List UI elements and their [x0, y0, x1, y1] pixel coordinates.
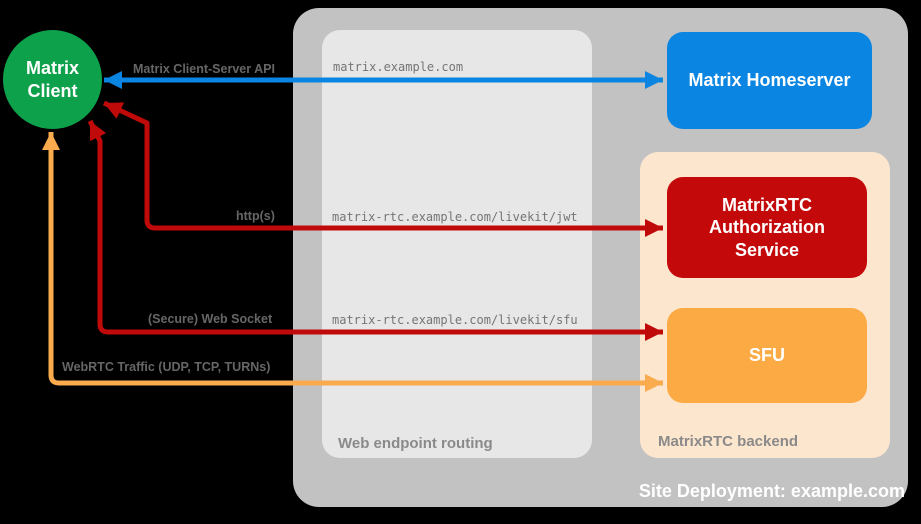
site-deployment-title: Site Deployment: example.com — [638, 481, 905, 501]
web-endpoint-routing-label: Web endpoint routing — [338, 435, 493, 452]
matrixrtc-authorization-service-label: MatrixRTC Authorization Service — [709, 194, 825, 260]
matrixrtc-authorization-service-node: MatrixRTC Authorization Service — [667, 177, 867, 278]
sfu-label: SFU — [749, 345, 785, 366]
webrtc-traffic-arrow-label: WebRTC Traffic (UDP, TCP, TURNs) — [62, 360, 271, 374]
matrix-client-node: Matrix Client — [3, 30, 102, 129]
matrixrtc-backend-label: MatrixRTC backend — [658, 433, 799, 450]
livekit-jwt-url: matrix-rtc.example.com/livekit/jwt — [332, 210, 578, 224]
sfu-node: SFU — [667, 308, 867, 403]
https-arrow-label: http(s) — [236, 209, 275, 223]
livekit-sfu-url: matrix-rtc.example.com/livekit/sfu — [332, 313, 578, 327]
client-server-api-arrow-label: Matrix Client-Server API — [133, 62, 275, 76]
web-endpoint-routing-box — [322, 30, 592, 458]
websocket-arrow-label: (Secure) Web Socket — [148, 312, 273, 326]
homeserver-host-url: matrix.example.com — [333, 60, 464, 74]
matrix-client-label: Matrix Client — [25, 58, 79, 101]
matrix-homeserver-node: Matrix Homeserver — [667, 32, 872, 129]
matrix-homeserver-label: Matrix Homeserver — [688, 70, 851, 91]
